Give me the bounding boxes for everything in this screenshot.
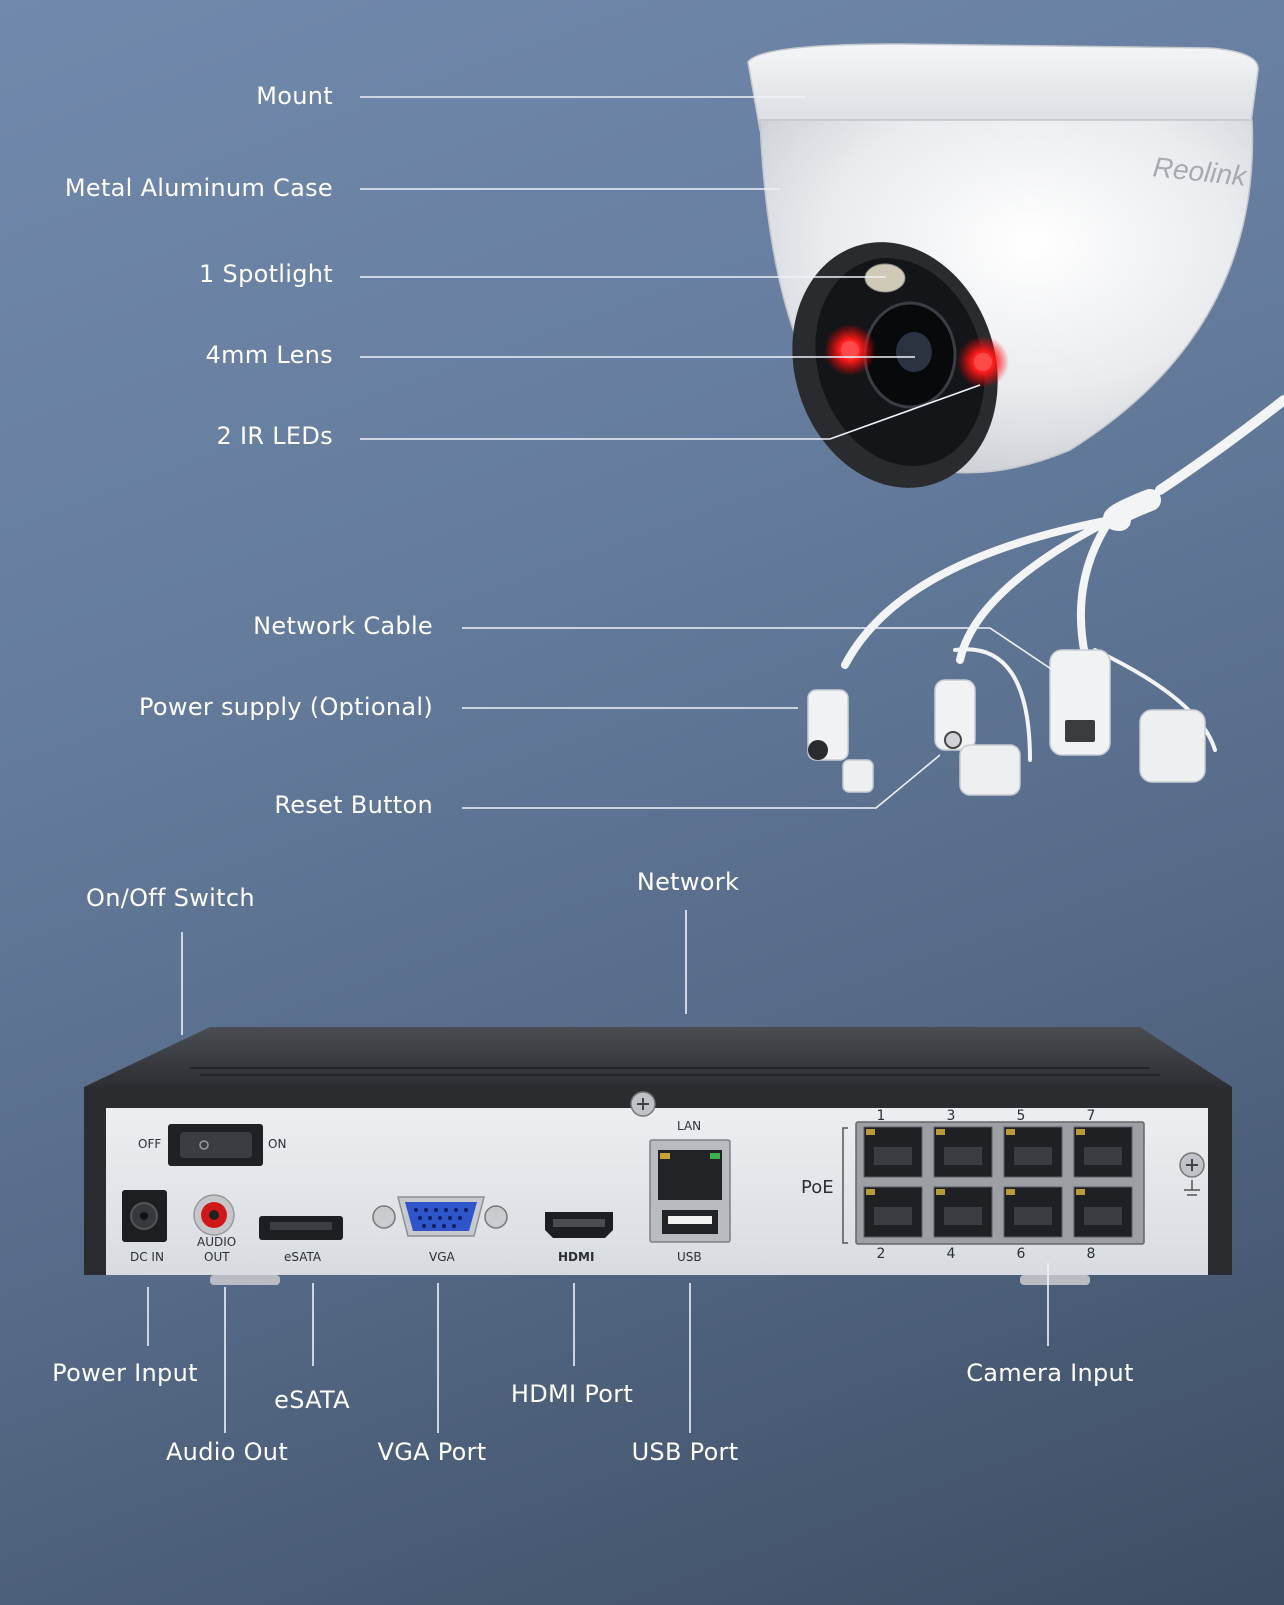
panel-audio-text-2: OUT bbox=[204, 1250, 230, 1264]
poe-port-number-4: 4 bbox=[947, 1246, 956, 1262]
label-lens: 4mm Lens bbox=[205, 341, 333, 369]
poe-port-5 bbox=[1003, 1126, 1063, 1178]
camera-leader-lines bbox=[360, 96, 1076, 809]
poe-port-number-3: 3 bbox=[947, 1108, 956, 1124]
poe-port-8 bbox=[1073, 1186, 1133, 1238]
poe-port-number-7: 7 bbox=[1087, 1108, 1096, 1124]
label-audio-out: Audio Out bbox=[165, 1438, 289, 1466]
nvr-illustration bbox=[84, 1027, 1232, 1285]
poe-port-1 bbox=[863, 1126, 923, 1178]
label-reset-button: Reset Button bbox=[274, 791, 433, 819]
label-esata: eSATA bbox=[274, 1386, 350, 1414]
panel-esata-text: eSATA bbox=[284, 1250, 322, 1264]
panel-off-text: OFF bbox=[138, 1137, 161, 1151]
label-power-input: Power Input bbox=[52, 1359, 198, 1387]
camera-cables bbox=[807, 395, 1284, 796]
panel-vga-text: VGA bbox=[429, 1250, 456, 1264]
label-on-off-switch: On/Off Switch bbox=[86, 884, 255, 912]
poe-port-number-8: 8 bbox=[1087, 1246, 1096, 1262]
label-network-cable: Network Cable bbox=[253, 612, 433, 640]
label-network: Network bbox=[636, 868, 740, 896]
poe-port-6 bbox=[1003, 1186, 1063, 1238]
label-ir-leds: 2 IR LEDs bbox=[216, 422, 333, 450]
poe-port-number-1: 1 bbox=[877, 1108, 886, 1124]
poe-port-4 bbox=[933, 1186, 993, 1238]
poe-port-number-6: 6 bbox=[1017, 1246, 1026, 1262]
panel-dc-in-text: DC IN bbox=[130, 1250, 164, 1264]
panel-hdmi-text: HDMI bbox=[558, 1250, 594, 1264]
panel-lan-text: LAN bbox=[677, 1119, 701, 1133]
label-metal-aluminum-case: Metal Aluminum Case bbox=[64, 174, 333, 202]
poe-port-number-2: 2 bbox=[877, 1246, 886, 1262]
label-power-supply: Power supply (Optional) bbox=[139, 693, 433, 721]
poe-port-2 bbox=[863, 1186, 923, 1238]
nvr-leader-lines bbox=[147, 910, 1049, 1433]
poe-port-number-5: 5 bbox=[1017, 1108, 1026, 1124]
label-mount: Mount bbox=[256, 82, 333, 110]
panel-usb-text: USB bbox=[677, 1250, 702, 1264]
label-hdmi-port: HDMI Port bbox=[510, 1380, 634, 1408]
poe-port-7 bbox=[1073, 1126, 1133, 1178]
nvr-panel-text: OFF ON DC IN AUDIO OUT eSATA VGA HDMI LA… bbox=[130, 1108, 1095, 1264]
label-camera-input: Camera Input bbox=[966, 1359, 1134, 1387]
panel-poe-text: PoE bbox=[801, 1177, 834, 1198]
label-usb-port: USB Port bbox=[631, 1438, 739, 1466]
poe-port-grid bbox=[863, 1126, 1133, 1238]
label-spotlight: 1 Spotlight bbox=[199, 260, 333, 288]
panel-audio-text-1: AUDIO bbox=[197, 1235, 236, 1249]
camera-illustration: Reolink bbox=[747, 43, 1259, 488]
panel-on-text: ON bbox=[268, 1137, 286, 1151]
label-vga-port: VGA Port bbox=[377, 1438, 487, 1466]
poe-port-3 bbox=[933, 1126, 993, 1178]
